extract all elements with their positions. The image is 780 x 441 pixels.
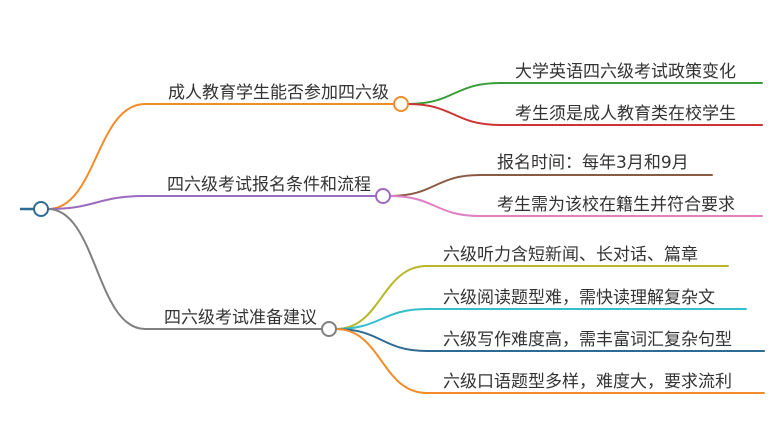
branch-node-eligibility[interactable] bbox=[393, 96, 409, 112]
edge-root-to-branch-0 bbox=[47, 103, 146, 210]
root-node[interactable] bbox=[33, 201, 49, 217]
branch-label-preparation: 四六级考试准备建议 bbox=[164, 308, 317, 328]
leaf-label-speaking: 六级口语题型多样，难度大，要求流利 bbox=[443, 372, 732, 392]
leaf-label-policy-change: 大学英语四六级考试政策变化 bbox=[515, 62, 736, 82]
leaf-label-reading: 六级阅读题型难，需快读理解复杂文 bbox=[443, 288, 715, 308]
edge-branch-0-to-leaf-0 bbox=[407, 82, 501, 105]
edge-branch-2-to-leaf-3 bbox=[335, 328, 428, 394]
mindmap-edges bbox=[47, 82, 501, 394]
edge-root-to-branch-2 bbox=[47, 208, 146, 330]
leaf-label-registration-time: 报名时间：每年3月和9月 bbox=[497, 153, 689, 173]
edge-branch-2-to-leaf-2 bbox=[335, 328, 428, 352]
branch-label-registration: 四六级考试报名条件和流程 bbox=[167, 175, 371, 195]
branch-node-registration[interactable] bbox=[375, 188, 391, 204]
edge-branch-1-to-leaf-1 bbox=[389, 195, 481, 217]
mindmap-underlines bbox=[144, 82, 765, 394]
edge-branch-0-to-leaf-1 bbox=[407, 103, 501, 126]
edge-branch-1-to-leaf-0 bbox=[389, 174, 481, 197]
edge-branch-2-to-leaf-1 bbox=[335, 308, 428, 330]
branch-node-preparation[interactable] bbox=[321, 321, 337, 337]
edge-root-to-branch-1 bbox=[47, 195, 146, 210]
leaf-label-listening: 六级听力含短新闻、长对话、篇章 bbox=[443, 245, 698, 265]
edge-branch-2-to-leaf-0 bbox=[335, 265, 428, 330]
leaf-label-registered-student: 考生需为该校在籍生并符合要求 bbox=[497, 195, 735, 215]
leaf-label-enrolled-student: 考生须是成人教育类在校学生 bbox=[515, 104, 736, 124]
leaf-label-writing: 六级写作难度高，需丰富词汇复杂句型 bbox=[443, 330, 732, 350]
branch-label-eligibility: 成人教育学生能否参加四六级 bbox=[168, 83, 389, 103]
